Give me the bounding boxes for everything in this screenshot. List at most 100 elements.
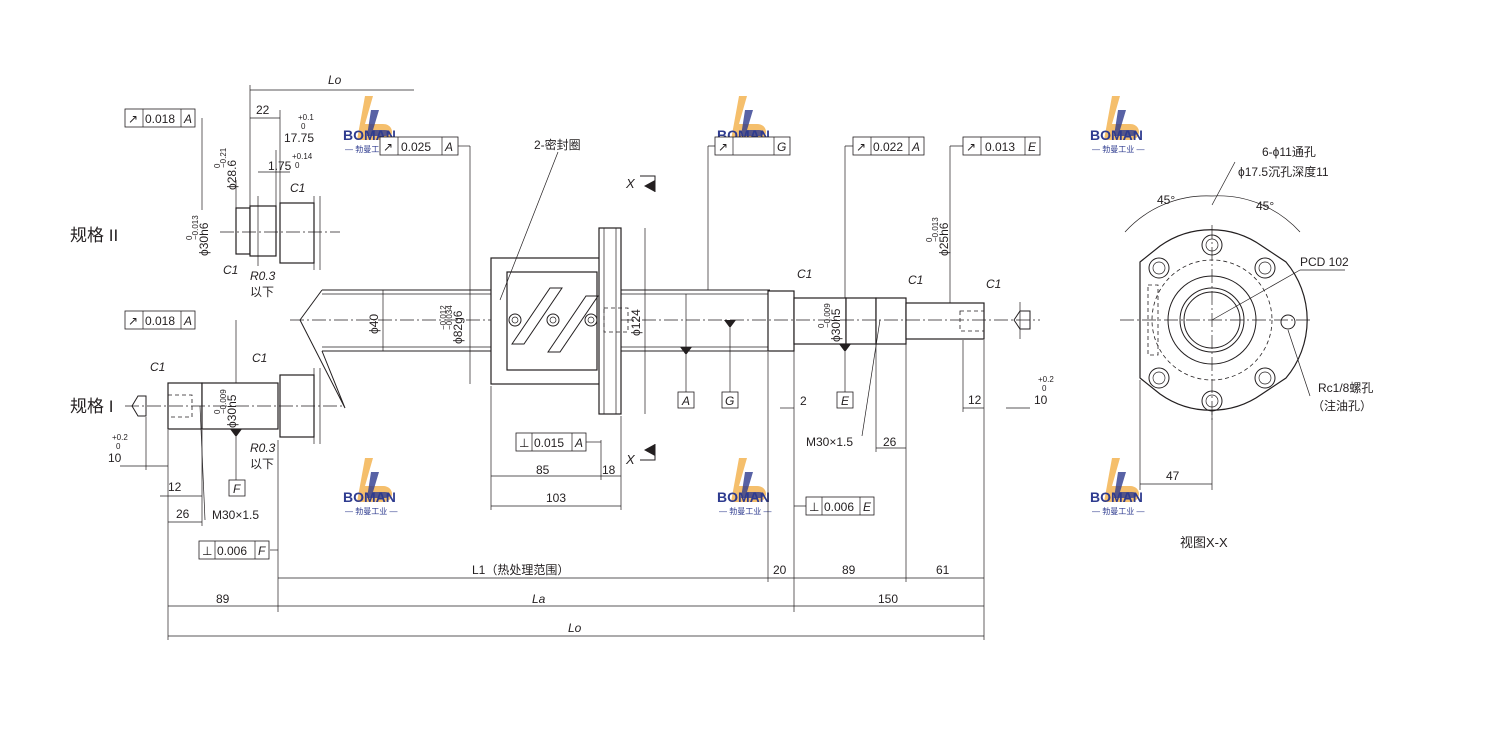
angle-45-left: 45°	[1157, 193, 1175, 207]
oil-hole-note: （注油孔）	[1312, 398, 1372, 413]
watermark-5: BOMAN — 勃曼工业 —	[717, 458, 771, 516]
tol-frame-perp-f: ⊥ 0.006 F	[198, 540, 270, 560]
svg-text:−0.013: −0.013	[931, 217, 940, 242]
section-x-bottom: X	[625, 452, 636, 467]
dim-phi28-6: ϕ28.6	[225, 160, 239, 190]
svg-text:+0.1: +0.1	[298, 113, 314, 122]
perpendicularity-icon: ⊥	[519, 436, 529, 450]
svg-text:+0.2: +0.2	[112, 433, 128, 442]
svg-text:0: 0	[116, 442, 121, 451]
runout-icon: ↗	[966, 140, 976, 154]
svg-text:0: 0	[925, 237, 934, 242]
svg-text:−0.012: −0.012	[439, 305, 448, 330]
holes-label: 6-ϕ11通孔	[1262, 145, 1316, 159]
datum-a: A	[677, 391, 695, 409]
seal-label: 2-密封圈	[534, 137, 581, 152]
datum-markers	[230, 320, 851, 480]
thread-m30-left: M30×1.5	[212, 508, 259, 522]
section-x-top: X	[625, 176, 636, 191]
fillet-note-b: 以下	[250, 457, 274, 471]
dim-12-right: 12	[968, 393, 982, 407]
tol-frame-a2: ↗ 0.018 A	[124, 310, 196, 330]
view-title: 视图X-X	[1180, 535, 1228, 550]
svg-text:F: F	[258, 544, 266, 558]
tol-frame-perp-e: ⊥ 0.006 E	[805, 496, 875, 516]
tol-frame-a1: ↗ 0.018 A	[124, 108, 196, 128]
left-end-type1	[125, 368, 345, 444]
dim-47: 47	[1166, 469, 1180, 483]
svg-text:F: F	[233, 482, 241, 496]
svg-text:+0.14: +0.14	[292, 152, 313, 161]
dim-phi30h5-left: ϕ30h5	[225, 394, 239, 428]
dim-1-75: 1.75	[268, 159, 292, 173]
ball-nut	[490, 227, 629, 415]
svg-text:E: E	[841, 394, 850, 408]
dim-89-right: 89	[842, 563, 856, 577]
runout-icon: ↗	[856, 140, 866, 154]
chamfer-c1-g: C1	[986, 277, 1001, 291]
dim-2: 2	[800, 394, 807, 408]
watermark-subtitle: — 勃曼工业 —	[719, 506, 771, 516]
svg-text:0.025: 0.025	[401, 140, 431, 154]
svg-text:A: A	[183, 314, 192, 328]
svg-text:A: A	[911, 140, 920, 154]
boman-logo-icon	[1104, 96, 1139, 140]
watermark-brand: BOMAN	[717, 489, 770, 505]
dim-26-left: 26	[176, 507, 190, 521]
fillet-r03-a: R0.3	[250, 269, 276, 283]
watermark-4: BOMAN — 勃曼工业 —	[343, 458, 397, 516]
left-end-type2	[220, 196, 340, 270]
watermark-brand: BOMAN	[1090, 489, 1143, 505]
svg-text:0: 0	[295, 161, 300, 170]
watermark-brand: BOMAN	[343, 489, 396, 505]
watermark-subtitle: — 勃曼工业 —	[345, 506, 397, 516]
svg-text:−0.009: −0.009	[823, 303, 832, 328]
svg-text:−0.034: −0.034	[445, 305, 454, 330]
svg-text:0.013: 0.013	[985, 140, 1015, 154]
svg-text:0.015: 0.015	[534, 436, 564, 450]
runout-icon: ↗	[383, 140, 393, 154]
svg-text:0: 0	[213, 163, 222, 168]
flange-view	[1120, 161, 1345, 490]
chamfer-c1-b: C1	[223, 263, 238, 277]
chamfer-c1-e: C1	[797, 267, 812, 281]
perpendicularity-icon: ⊥	[202, 544, 212, 558]
tol-frame-perp-nut: ⊥ 0.015 A	[515, 432, 587, 452]
svg-text:A: A	[681, 394, 690, 408]
chamfer-c1-c: C1	[150, 360, 165, 374]
dimension-lines	[120, 85, 1030, 640]
dim-10-right: 10	[1034, 393, 1048, 407]
svg-text:0: 0	[817, 323, 826, 328]
svg-text:E: E	[863, 500, 872, 514]
dim-phi82g6: ϕ82g6	[451, 310, 465, 344]
tol-frame-end: ↗ 0.013 E	[962, 136, 1041, 156]
svg-text:−0.009: −0.009	[219, 389, 228, 414]
dim-103: 103	[546, 491, 566, 505]
angle-45-right: 45°	[1256, 199, 1274, 213]
svg-text:+0.2: +0.2	[1038, 375, 1054, 384]
dim-phi40: ϕ40	[367, 314, 381, 334]
watermark-3: BOMAN — 勃曼工业 —	[1090, 96, 1144, 154]
boman-logo-icon	[731, 458, 766, 502]
svg-text:0.018: 0.018	[145, 314, 175, 328]
fillet-r03-b: R0.3	[250, 441, 276, 455]
dim-61: 61	[936, 563, 950, 577]
dim-12-left: 12	[168, 480, 182, 494]
dim-20: 20	[773, 563, 787, 577]
dim-lo: Lo	[568, 621, 582, 635]
boman-logo-icon	[1104, 458, 1139, 502]
dim-17-75: 17.75	[284, 131, 314, 145]
svg-text:A: A	[183, 112, 192, 126]
watermark-subtitle: — 勃曼工业 —	[1092, 506, 1144, 516]
dim-10-left: 10	[108, 451, 122, 465]
boman-logo-icon	[357, 96, 392, 140]
boman-logo-icon	[731, 96, 766, 140]
tol-frame-e: ↗ 0.022 A	[852, 136, 925, 156]
svg-text:A: A	[574, 436, 583, 450]
runout-icon: ↗	[128, 112, 138, 126]
svg-text:G: G	[725, 394, 734, 408]
dim-26-right: 26	[883, 435, 897, 449]
tol-frame-nut: ↗ 0.025 A	[379, 136, 459, 156]
flange-view-labels: 6-ϕ11通孔 ϕ17.5沉孔深度11 45° 45° PCD 102 Rc1/…	[1157, 145, 1373, 550]
dim-phi30h5-right: ϕ30h5	[829, 308, 843, 342]
